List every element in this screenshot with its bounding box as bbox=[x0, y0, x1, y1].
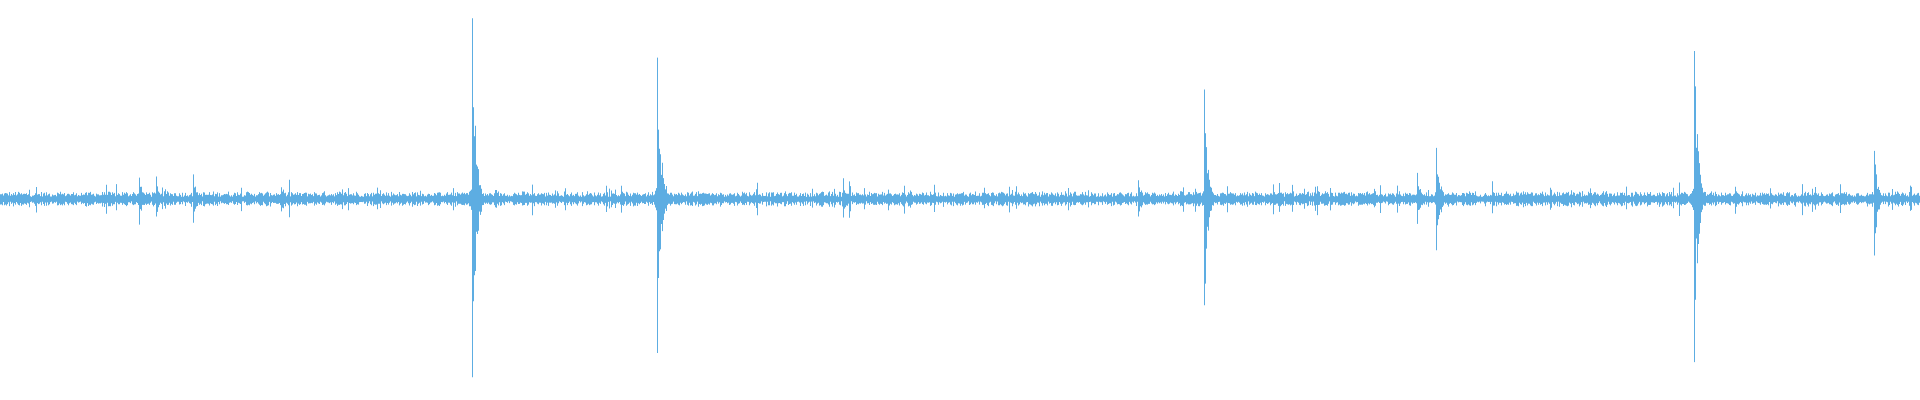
waveform-path bbox=[0, 18, 1920, 378]
waveform-trace bbox=[0, 18, 1920, 378]
